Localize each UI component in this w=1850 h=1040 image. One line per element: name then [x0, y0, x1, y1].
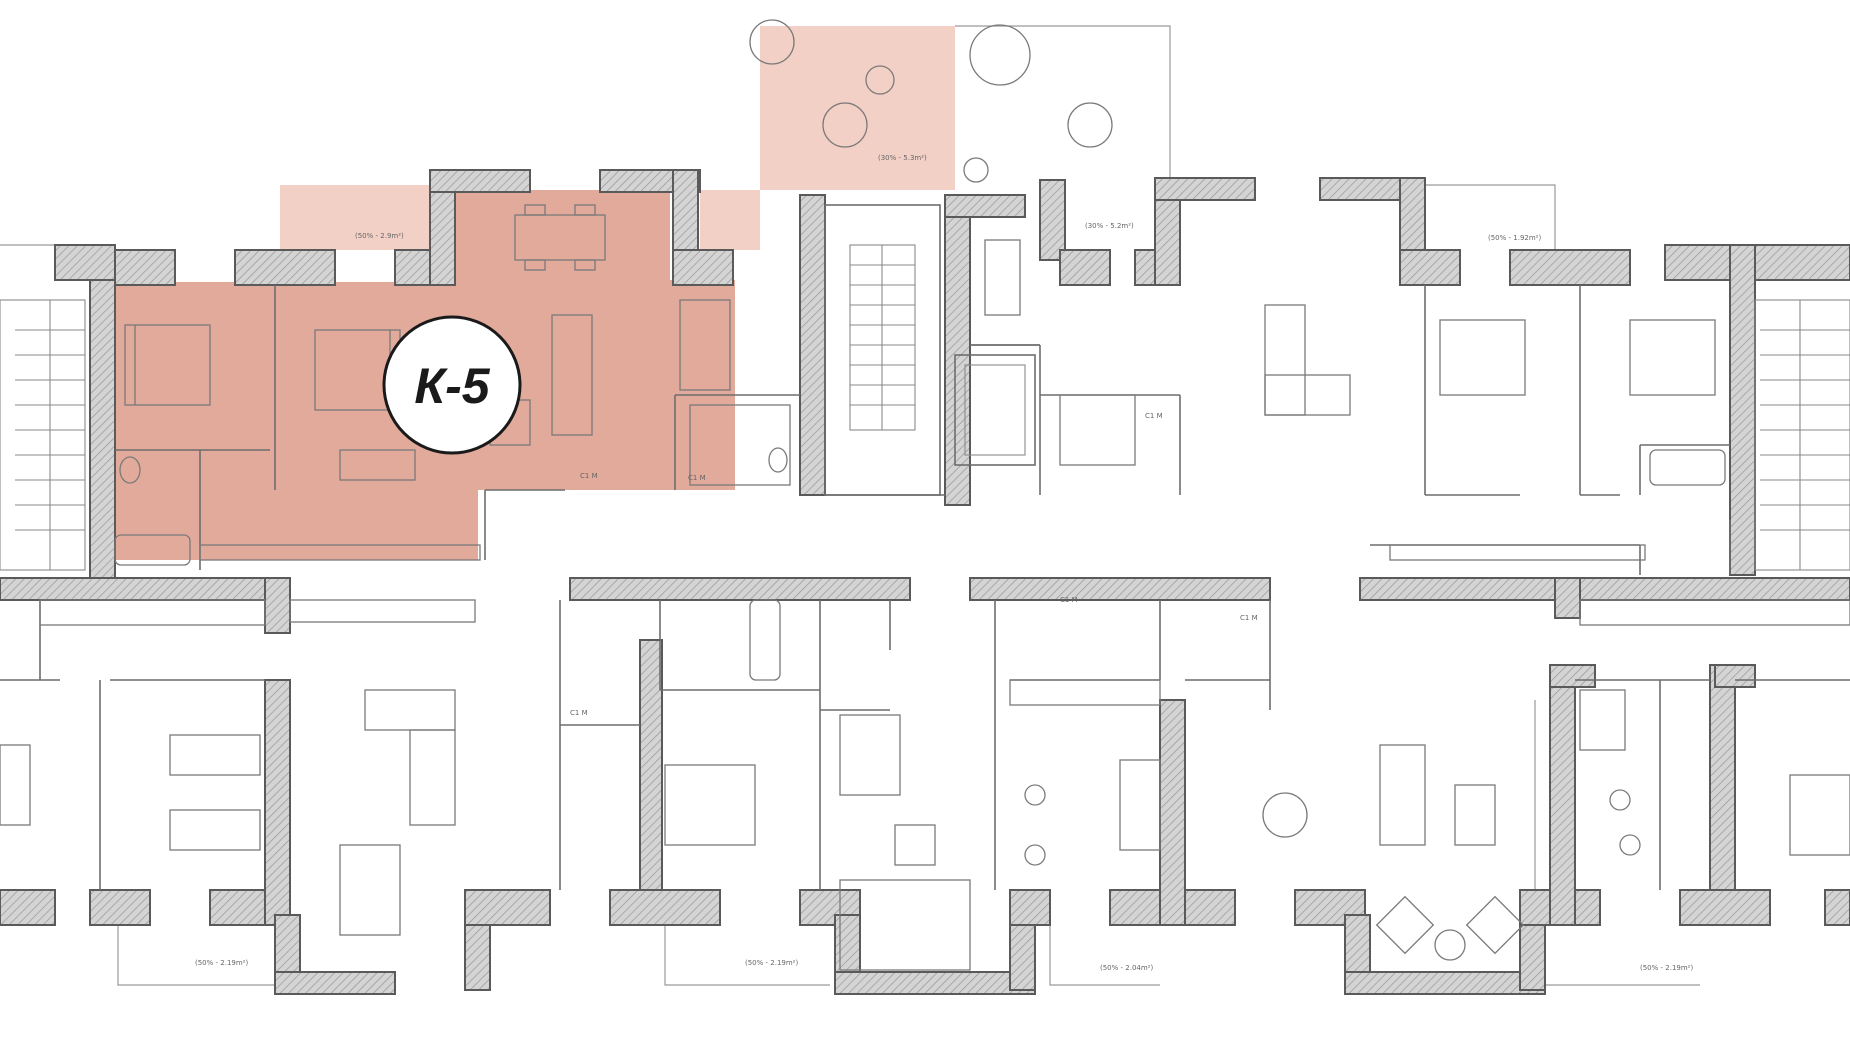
bathtub-icon: [1649, 449, 1726, 486]
terrace-label: (50% - 2.19m²): [745, 959, 798, 967]
terrace-label: (50% - 2.19m²): [195, 959, 248, 967]
terrace-label: (30% - 5.3m²): [878, 154, 927, 162]
terrace-label: (50% - 2.04m²): [1100, 964, 1153, 972]
bed-icon: [169, 734, 261, 776]
walls: [0, 169, 1850, 995]
terrace-label: (50% - 2.19m²): [1640, 964, 1693, 972]
unit-label-circle[interactable]: [382, 315, 522, 455]
toilet-icon: [119, 456, 141, 484]
sofa-icon: [1264, 304, 1306, 416]
room-tag: С1 М: [570, 709, 588, 717]
elevator-shaft: [954, 354, 1036, 466]
unit-label-badge[interactable]: К-5: [382, 315, 522, 455]
chair-icon: [1024, 844, 1046, 866]
table-icon: [1434, 929, 1466, 961]
bed-icon: [169, 809, 261, 851]
toilet-icon: [768, 447, 788, 473]
plant-icon: [865, 65, 895, 95]
room-tag: С1 М: [1060, 596, 1078, 604]
terrace-label: (50% - 2.9m²): [355, 232, 404, 240]
sofa-icon: [839, 879, 971, 971]
terrace-label: (30% - 5.2m²): [1085, 222, 1134, 230]
dining-table-icon: [339, 844, 401, 936]
bathtub-icon: [749, 599, 781, 681]
sofa-icon: [1379, 744, 1426, 846]
bed-icon: [1439, 319, 1526, 396]
stair-steps-right: [1760, 300, 1850, 570]
dining-table-icon: [514, 214, 606, 261]
terrace-labels: (50% - 2.9m²) (30% - 5.3m²) (30% - 5.2m²…: [195, 154, 1693, 972]
chair-icon: [1609, 789, 1631, 811]
plant-icon: [963, 157, 989, 183]
table-icon: [1262, 792, 1308, 838]
chair-icon: [1619, 834, 1641, 856]
room-tag: С1 М: [580, 472, 598, 480]
bathtub-icon: [114, 534, 191, 566]
bed-icon: [664, 764, 756, 846]
sofa-icon: [551, 314, 593, 436]
room-tag: С1 М: [1240, 614, 1258, 622]
table-icon: [822, 102, 868, 148]
room-tag: С1 М: [688, 474, 706, 482]
bed-icon: [1789, 774, 1850, 856]
stairs: [0, 204, 1850, 571]
room-tag: С1 М: [1145, 412, 1163, 420]
dining-table-icon: [984, 239, 1021, 316]
bed-icon: [0, 744, 31, 826]
bed-icon: [1579, 689, 1626, 751]
unit-k5-highlight[interactable]: [112, 26, 955, 560]
dining-table-icon: [839, 714, 901, 796]
terrace-label: (50% - 1.92m²): [1488, 234, 1541, 242]
stair-steps-left: [15, 300, 85, 570]
bed-icon: [1119, 759, 1161, 851]
sofa-icon: [364, 689, 456, 731]
room-tags: С1 М С1 М С1 М С1 М С1 М С1 М: [570, 412, 1258, 717]
stair-steps-center: [850, 245, 915, 430]
chair-icon: [1024, 784, 1046, 806]
plant-icon: [969, 24, 1031, 86]
unit-label-text: К-5: [414, 358, 490, 414]
terrace-highlight-left: [280, 185, 430, 250]
bed-icon: [124, 324, 211, 406]
plant-icon: [749, 19, 795, 65]
bed-icon: [1629, 319, 1716, 396]
table-icon: [1067, 102, 1113, 148]
